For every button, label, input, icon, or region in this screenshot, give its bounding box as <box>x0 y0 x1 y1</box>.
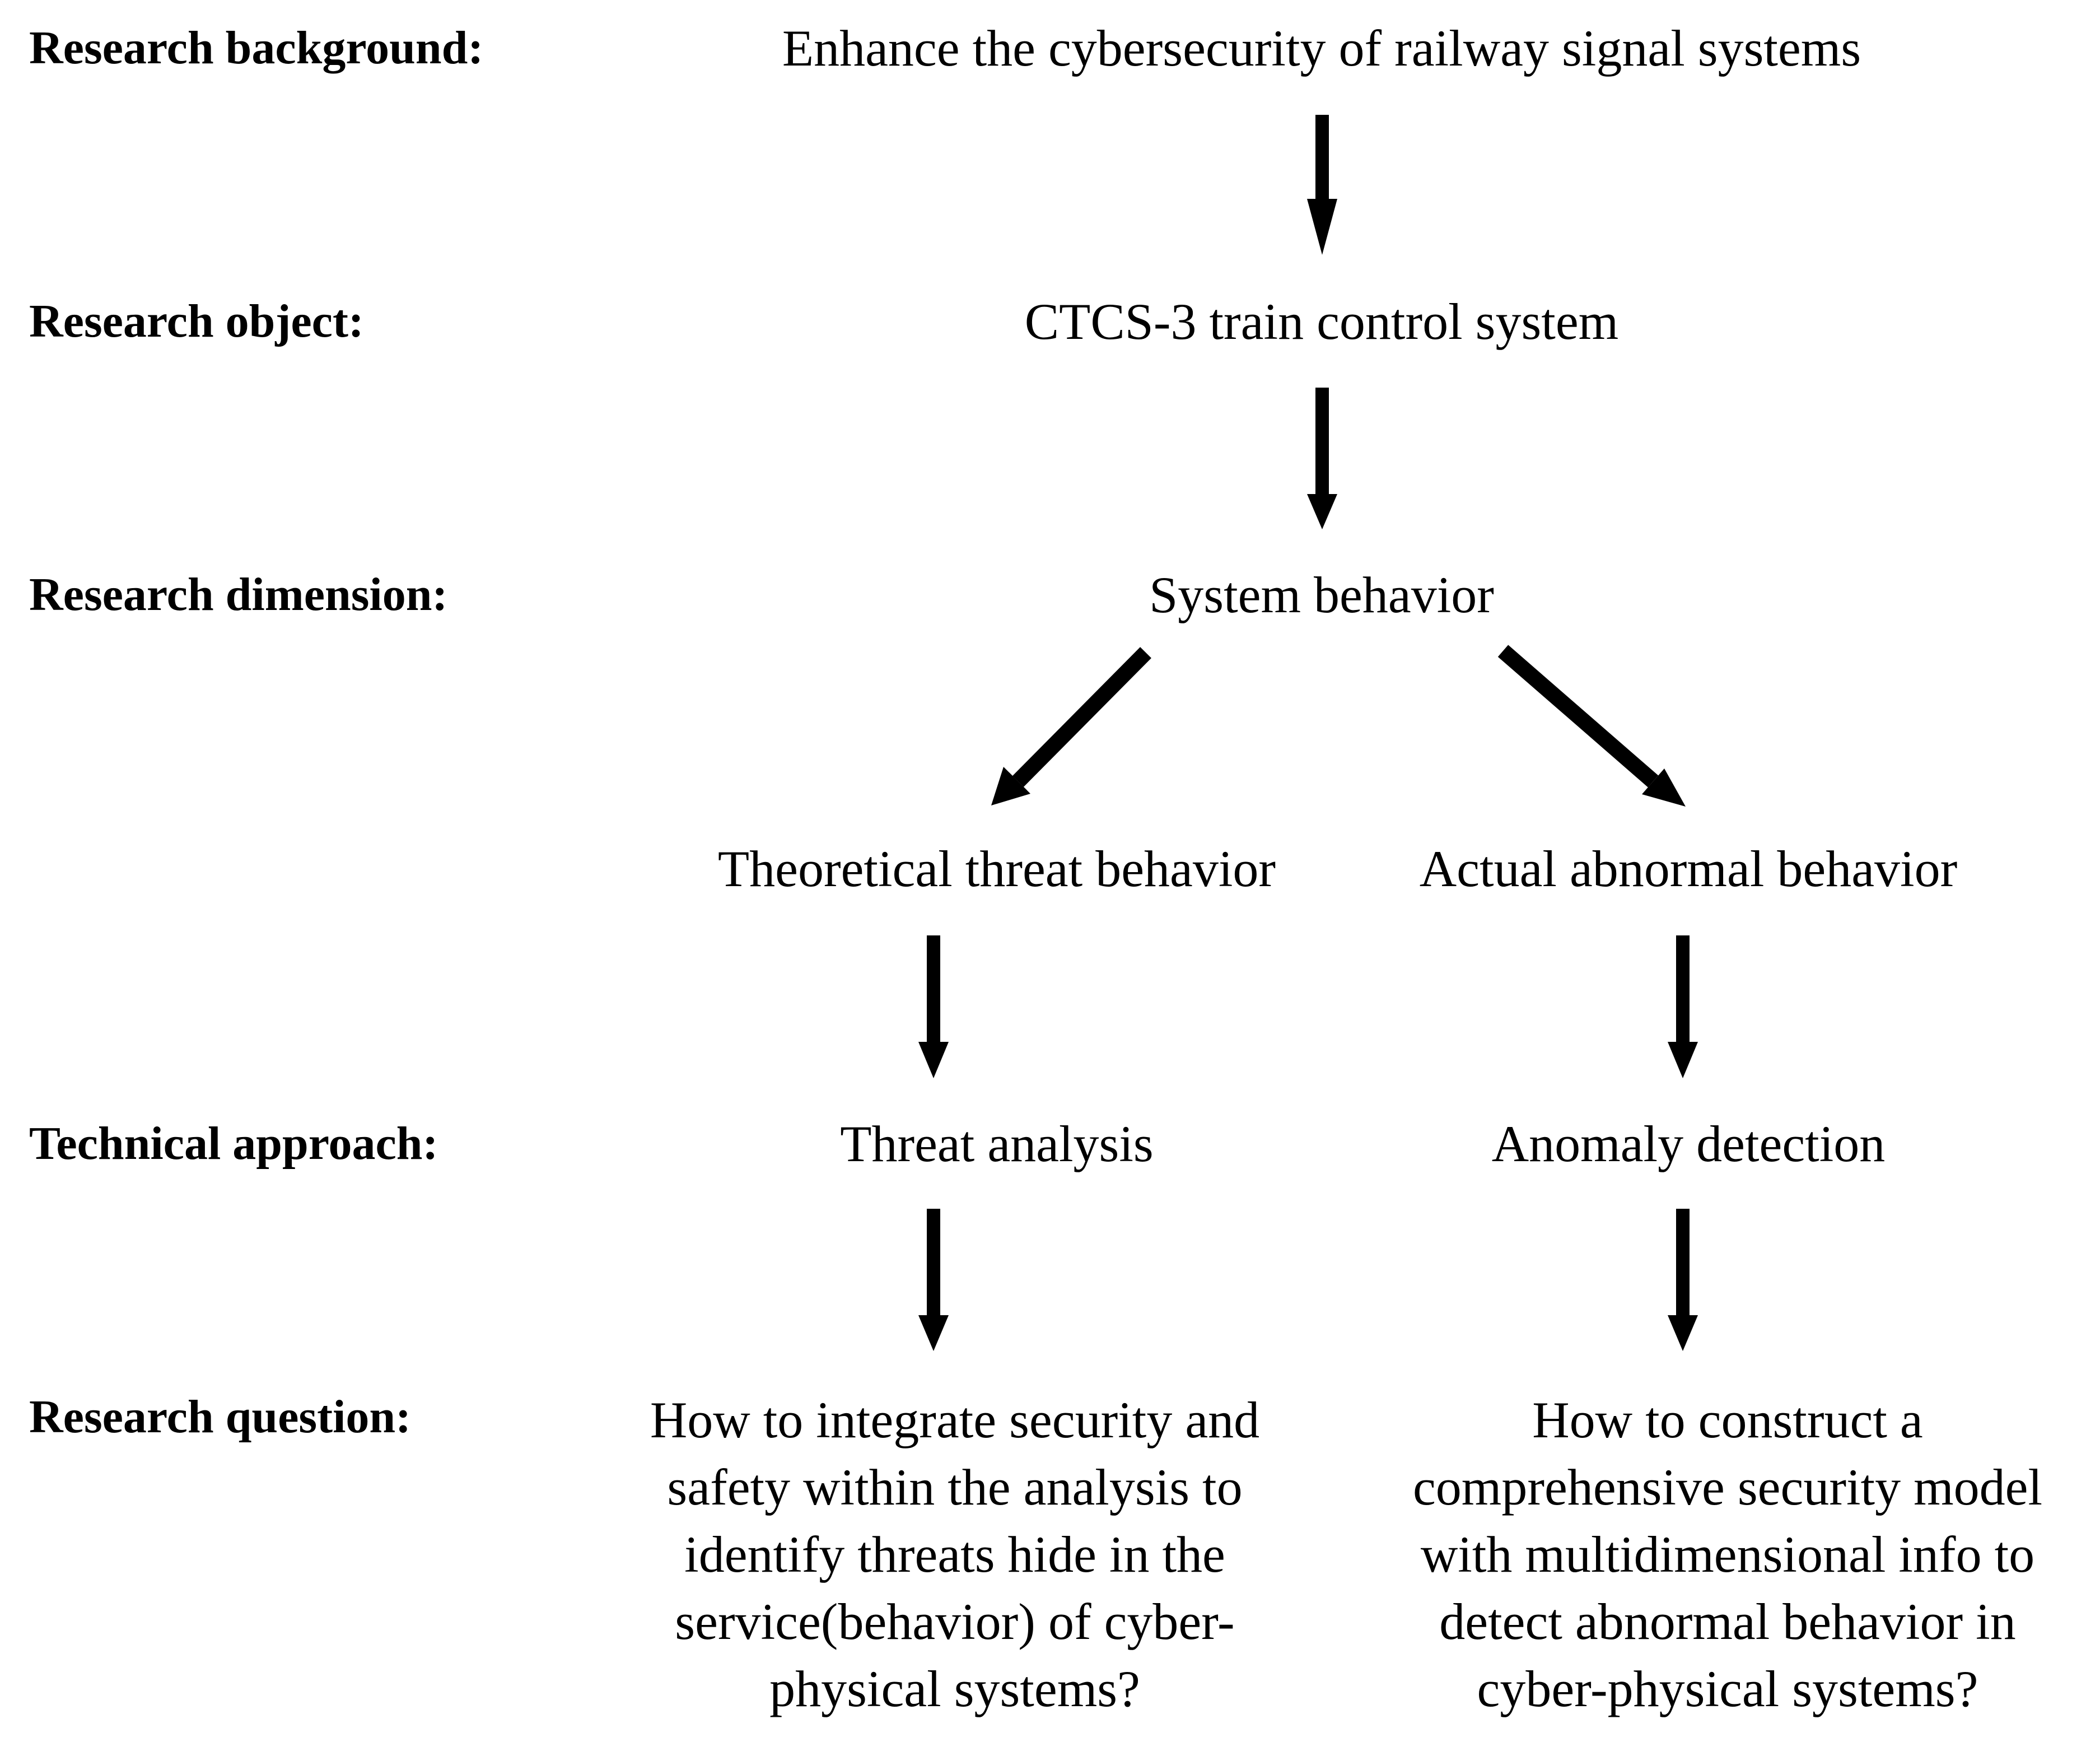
arrow-background-to-object <box>1307 115 1337 255</box>
label-research-background: Research background: <box>29 22 484 74</box>
arrow-dimension-to-theoretical <box>991 647 1151 805</box>
arrow-theoretical-to-threat-analysis <box>918 935 949 1078</box>
node-anomaly-detection: Anomaly detection <box>1491 1115 1886 1172</box>
question-left-line-2: safety within the analysis to <box>667 1459 1243 1516</box>
question-right-line-2: comprehensive security model <box>1412 1459 2043 1516</box>
question-right-line-1: How to construct a <box>1532 1391 1923 1448</box>
arrow-dimension-to-actual <box>1497 645 1686 807</box>
node-actual-abnormal-behavior: Actual abnormal behavior <box>1419 840 1958 897</box>
question-left-line-4: service(behavior) of cyber- <box>675 1593 1235 1650</box>
question-right-line-3: with multidimensional info to <box>1420 1526 2035 1583</box>
node-research-background: Enhance the cybersecurity of railway sig… <box>782 20 1861 77</box>
node-theoretical-threat-behavior: Theoretical threat behavior <box>717 840 1276 897</box>
arrow-actual-to-anomaly-detection <box>1668 935 1698 1078</box>
question-left-line-5: physical systems? <box>769 1660 1140 1717</box>
question-left-line-1: How to integrate security and <box>650 1391 1260 1448</box>
question-right-line-4: detect abnormal behavior in <box>1439 1593 2016 1650</box>
label-research-question: Research question: <box>29 1391 412 1443</box>
node-research-object: CTCS-3 train control system <box>1024 293 1619 350</box>
node-threat-analysis: Threat analysis <box>840 1115 1154 1172</box>
label-technical-approach: Technical approach: <box>29 1117 438 1170</box>
question-left: How to integrate security and safety wit… <box>650 1386 1259 1722</box>
label-research-object: Research object: <box>29 295 364 347</box>
question-right-line-5: cyber-physical systems? <box>1477 1660 1978 1717</box>
question-right: How to construct a comprehensive securit… <box>1413 1386 2042 1722</box>
question-left-line-3: identify threats hide in the <box>684 1526 1225 1583</box>
arrow-object-to-dimension <box>1307 388 1337 529</box>
arrow-threat-analysis-to-question <box>918 1209 949 1351</box>
arrow-anomaly-detection-to-question <box>1668 1209 1698 1351</box>
label-research-dimension: Research dimension: <box>29 569 448 621</box>
node-research-dimension: System behavior <box>1149 566 1494 623</box>
